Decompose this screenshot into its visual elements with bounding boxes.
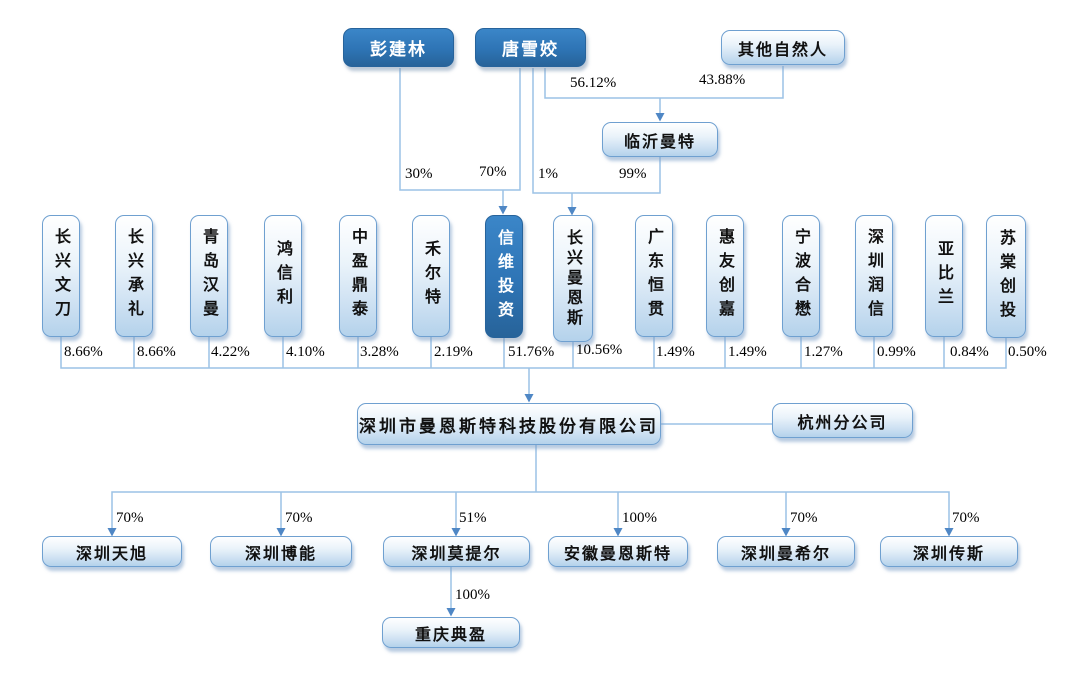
ownership-pct-tang-linyi: 56.12%	[570, 75, 617, 91]
arrowheads	[107, 113, 954, 617]
arrow-down-icon	[944, 528, 954, 537]
edge-peng-tang-to-xinwei	[399, 68, 521, 206]
edge-tang-linyi-to-changxing	[532, 68, 661, 207]
arrow-down-icon	[276, 528, 286, 537]
shareholder-box-ningbo-hemao: 宁波合懋	[782, 215, 820, 337]
shareholder-pct-1: 8.66%	[64, 344, 103, 360]
shareholder-pct-11: 1.27%	[804, 344, 843, 360]
shareholder-box-heerte: 禾尔特	[412, 215, 450, 337]
edge-shareholders-bus	[60, 337, 1007, 394]
subsidiary-box-shenzhen-chuansi: 深圳传斯	[880, 536, 1018, 567]
shareholder-box-xinwei-touzi: 信维投资	[485, 215, 523, 338]
shareholder-pct-8: 10.56%	[576, 342, 623, 358]
shareholder-pct-14: 0.50%	[1008, 344, 1047, 360]
grandchild-pct: 100%	[455, 587, 490, 603]
node-hangzhou-branch: 杭州分公司	[772, 403, 913, 438]
node-company: 深圳市曼恩斯特科技股份有限公司	[357, 403, 661, 445]
shareholder-box-hongxinli: 鸿信利	[264, 215, 302, 337]
subsidiary-box-shenzhen-boneng: 深圳博能	[210, 536, 352, 567]
shareholder-pct-6: 2.19%	[434, 344, 473, 360]
arrow-down-icon	[524, 394, 534, 403]
node-peng-jianlin: 彭建林	[343, 28, 454, 67]
arrow-down-icon	[567, 207, 577, 216]
shareholder-box-guangdong-hengguan: 广东恒贯	[635, 215, 673, 337]
shareholder-pct-12: 0.99%	[877, 344, 916, 360]
arrow-down-icon	[613, 528, 623, 537]
subsidiary-pct-2: 70%	[285, 510, 313, 526]
shareholder-pct-2: 8.66%	[137, 344, 176, 360]
shareholder-pct-4: 4.10%	[286, 344, 325, 360]
shareholder-box-changxing-wendao: 长兴文刀	[42, 215, 80, 337]
subsidiary-box-shenzhen-manxier: 深圳曼希尔	[717, 536, 855, 567]
node-tang-xuejiao: 唐雪姣	[475, 28, 586, 67]
arrow-down-icon	[655, 113, 665, 122]
shareholder-pct-7: 51.76%	[508, 344, 555, 360]
shareholder-box-yabilan: 亚比兰	[925, 215, 963, 337]
subsidiary-box-anhui-manensite: 安徽曼恩斯特	[548, 536, 688, 567]
shareholder-box-shenzhen-runxin: 深圳润信	[855, 215, 893, 337]
arrow-down-icon	[107, 528, 117, 537]
edge-tang-other-to-linyi	[544, 66, 784, 113]
subsidiary-box-shenzhen-motier: 深圳莫提尔	[383, 536, 530, 567]
shareholder-pct-9: 1.49%	[656, 344, 695, 360]
subsidiary-pct-1: 70%	[116, 510, 144, 526]
shareholder-pct-13: 0.84%	[950, 344, 989, 360]
arrow-down-icon	[498, 206, 508, 215]
subsidiary-pct-3: 51%	[459, 510, 487, 526]
edge-subsidiaries-bus	[111, 445, 950, 528]
ownership-pct-other-linyi: 43.88%	[699, 72, 746, 88]
node-other-natural-persons: 其他自然人	[721, 30, 845, 65]
ownership-pct-linyi-changxing: 99%	[619, 166, 647, 182]
shareholder-box-qingdao-hanman: 青岛汉曼	[190, 215, 228, 337]
shareholder-box-sutang-chuangtou: 苏棠创投	[986, 215, 1026, 338]
subsidiary-pct-4: 100%	[622, 510, 657, 526]
shareholder-box-zhongying-dingtai: 中盈鼎泰	[339, 215, 377, 337]
shareholder-box-changxing-chengli: 长兴承礼	[115, 215, 153, 337]
ownership-pct-tang-xinwei: 70%	[479, 164, 507, 180]
node-linyi-mante: 临沂曼特	[602, 122, 718, 157]
arrow-down-icon	[446, 608, 456, 617]
ownership-pct-peng-xinwei: 30%	[405, 166, 433, 182]
subsidiary-box-shenzhen-tianxu: 深圳天旭	[42, 536, 182, 567]
shareholder-pct-3: 4.22%	[211, 344, 250, 360]
subsidiary-pct-6: 70%	[952, 510, 980, 526]
shareholder-box-changxing-manensi: 长兴曼恩斯	[553, 215, 593, 342]
subsidiary-pct-5: 70%	[790, 510, 818, 526]
node-chongqing-dianying: 重庆典盈	[382, 617, 520, 648]
ownership-pct-tang-changxing: 1%	[538, 166, 558, 182]
shareholder-pct-5: 3.28%	[360, 344, 399, 360]
shareholder-box-huiyou-chuangjia: 惠友创嘉	[706, 215, 744, 337]
shareholder-pct-10: 1.49%	[728, 344, 767, 360]
arrow-down-icon	[781, 528, 791, 537]
arrow-down-icon	[451, 528, 461, 537]
